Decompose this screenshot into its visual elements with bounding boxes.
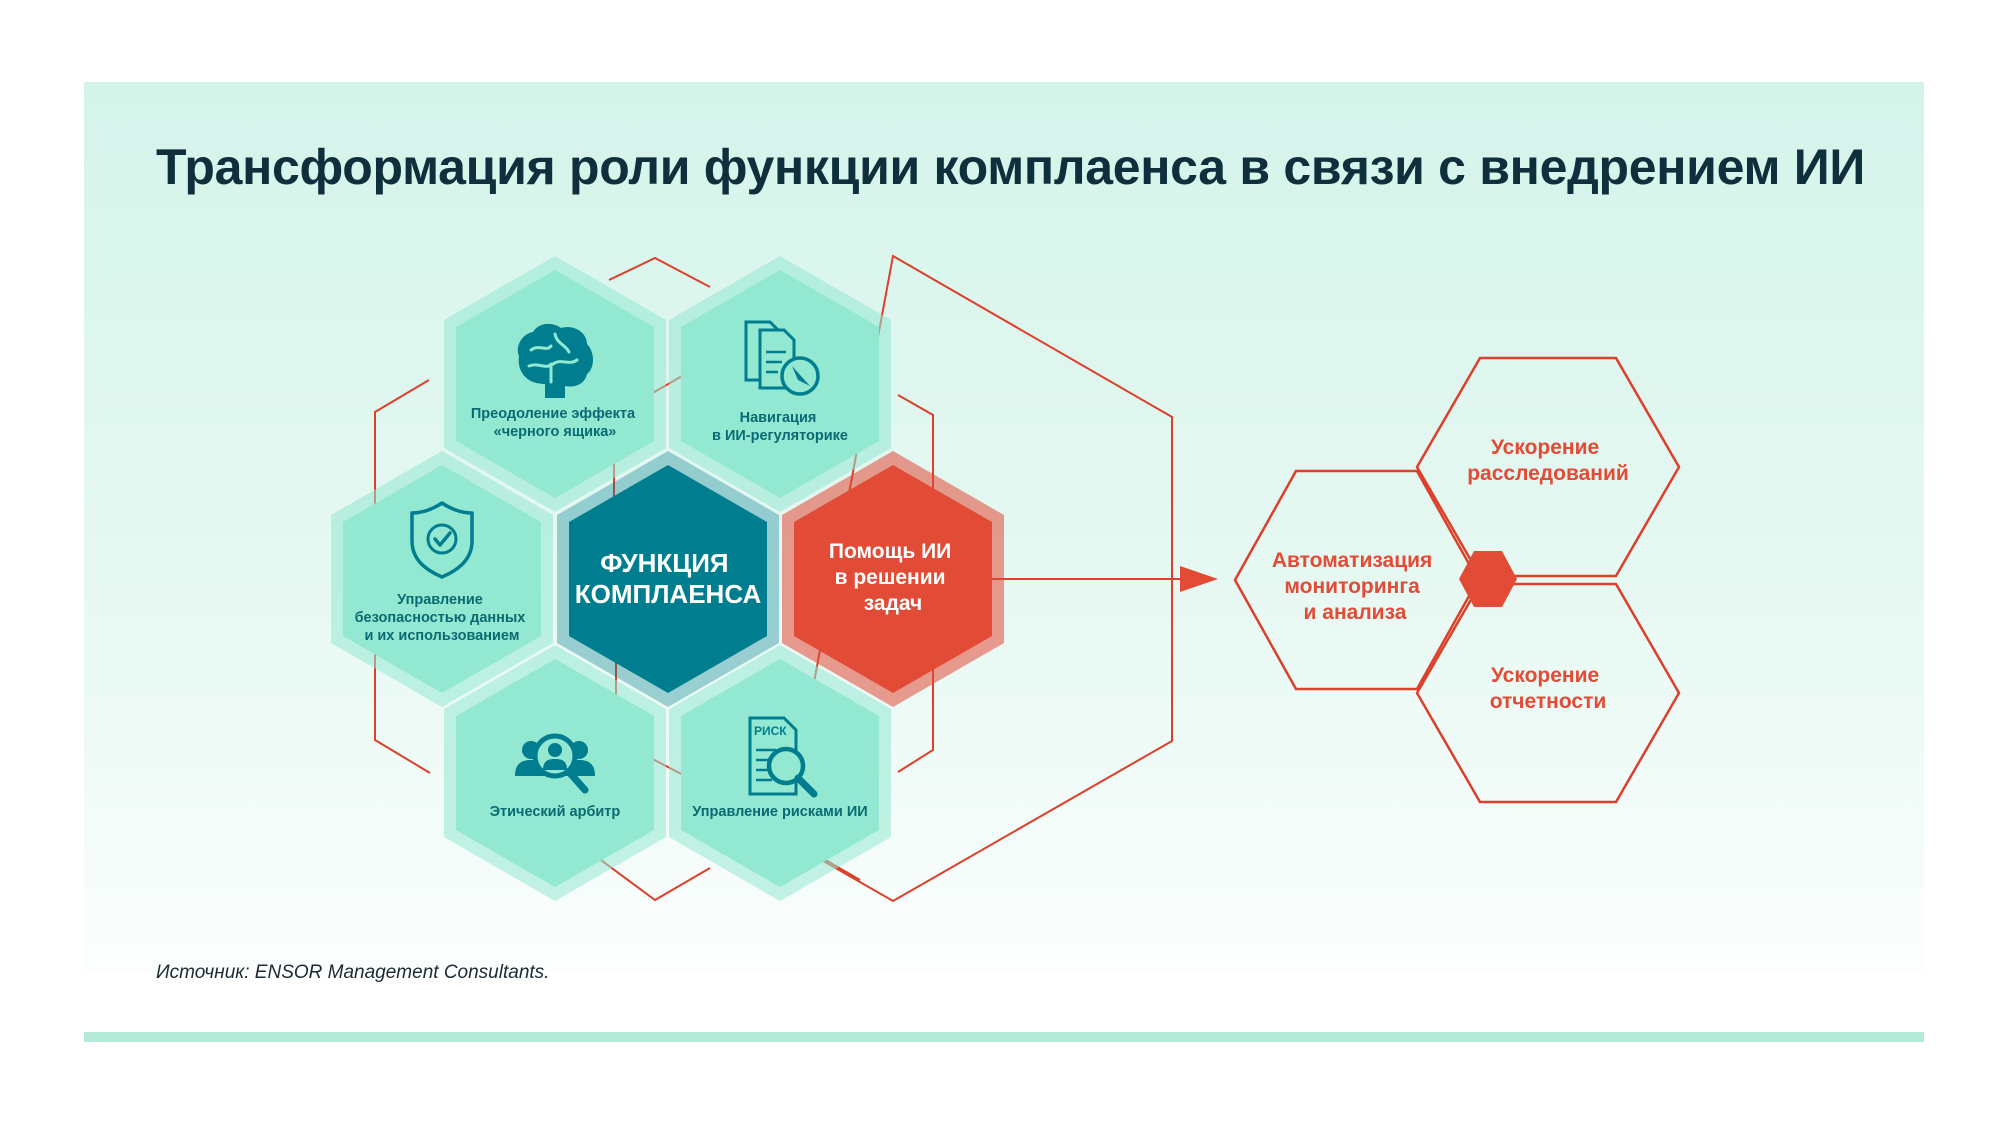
- risk-icon-text: РИСК: [754, 724, 787, 738]
- ai-help-label-line-2: в решении: [835, 566, 946, 589]
- svg-text:ФУНКЦИЯ КОМПЛАЕНСА: ФУНКЦИЯ КОМПЛАЕНСА: [575, 548, 762, 609]
- arrow-head: [1180, 566, 1218, 592]
- brain-icon: [517, 323, 593, 398]
- outcome-label-reporting: Ускорение отчетности: [1490, 664, 1607, 713]
- bottom-divider: [84, 1032, 1924, 1042]
- risk-document-icon: РИСК: [748, 716, 818, 798]
- outcome-label-investigations: Ускорение расследований: [1467, 436, 1629, 485]
- outcome-hexagons: [1233, 356, 1681, 804]
- center-label-line-2: КОМПЛАЕНСА: [575, 579, 762, 609]
- hex-data-security: [331, 451, 553, 707]
- source-note: Источник: ENSOR Management Consultants.: [156, 962, 550, 983]
- documents-compass-icon: [744, 320, 820, 396]
- role-label-risk-management: Управление рисками ИИ: [692, 804, 867, 820]
- role-label-ethical-arbiter: Этический арбитр: [490, 804, 621, 820]
- hex-outcome-reporting: [1415, 582, 1681, 804]
- hex-outcome-automation: [1233, 469, 1480, 691]
- hex-outcome-investigations: [1415, 356, 1681, 578]
- role-label-data-security: Управление безопасностью данных и их исп…: [355, 592, 530, 644]
- svg-text:Помощь ИИ в решении: Помощь ИИ в решении задач: [829, 540, 957, 615]
- hex-compliance-center: ФУНКЦИЯ КОМПЛАЕНСА: [557, 451, 779, 707]
- people-search-icon: [515, 733, 595, 794]
- role-label-navigation: Навигация в ИИ-регуляторике: [712, 410, 848, 444]
- shield-check-icon: [410, 501, 474, 579]
- outline-top-left: [608, 256, 711, 288]
- role-label-black-box: Преодоление эффекта «черного ящика»: [471, 406, 639, 440]
- center-label-line-1: ФУНКЦИЯ: [600, 548, 728, 578]
- page-title: Трансформация роли функции комплаенса в …: [156, 139, 1866, 195]
- hex-connector-node: [1459, 551, 1517, 607]
- outcome-label-automation: Автоматизация мониторинга и анализа: [1272, 549, 1438, 624]
- hex-ai-help: Помощь ИИ в решении задач: [782, 451, 1004, 707]
- ai-help-label-line-3: задач: [864, 592, 923, 615]
- ai-help-label-line-1: Помощь ИИ: [829, 540, 951, 563]
